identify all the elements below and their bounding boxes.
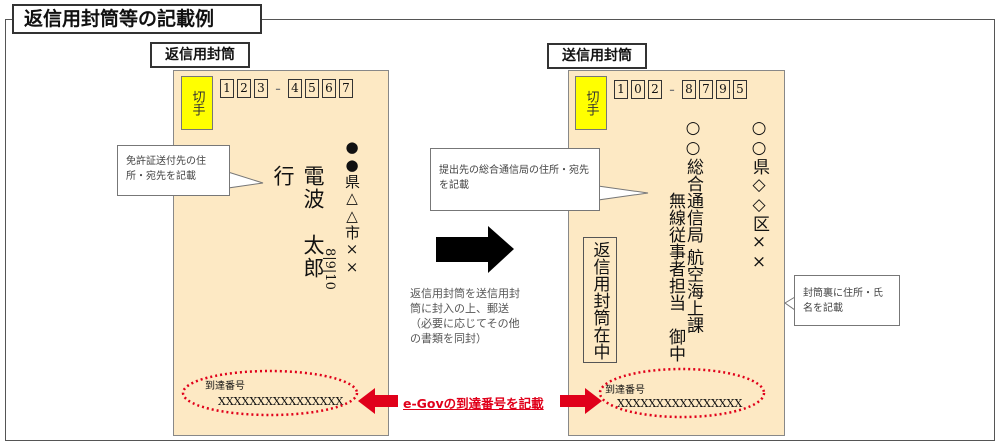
outer-frame (5, 19, 995, 441)
stamp-box: 切手 (181, 76, 213, 130)
zip-digit: 7 (339, 79, 353, 98)
zip-digit: 1 (220, 79, 234, 98)
zip-digit: 3 (254, 79, 268, 98)
callout-return-address: 免許証送付先の住所・宛先を記載 (117, 145, 230, 196)
zip-digit: 9 (716, 80, 730, 99)
callout-pointer (597, 185, 649, 201)
red-arrow-left-icon (358, 388, 398, 414)
callout-pointer (227, 171, 264, 189)
receipt-number: XXXXXXXXXXXXXXXX (617, 397, 743, 410)
receipt-highlight (181, 369, 359, 417)
callout-back: 封筒裏に住所・氏名を記載 (794, 275, 900, 326)
receipt-label: 到達番号 (205, 381, 245, 392)
zip-digit: 5 (305, 79, 319, 98)
enclosed-notice: 返信用封筒在中 (583, 237, 617, 363)
office-address: ○○県◇◇区×× (749, 118, 769, 272)
zip-dash: - (669, 80, 675, 99)
stamp-box: 切手 (575, 76, 607, 130)
recipient-address-number: 8|9|10 (322, 248, 337, 290)
recipient-name: 電波 太郎 行 (271, 165, 325, 326)
receipt-highlight (598, 367, 766, 419)
zip-digit: 2 (648, 80, 662, 99)
send-envelope (568, 70, 785, 436)
return-envelope-label: 返信用封筒 (150, 42, 250, 68)
zip-dash: - (275, 79, 281, 98)
office-name: ○○総合通信局 航空海上課 (683, 118, 703, 334)
red-arrow-right-icon (560, 388, 602, 414)
send-envelope-label: 送信用封筒 (547, 43, 647, 69)
zip-digit: 6 (322, 79, 336, 98)
receipt-label: 到達番号 (605, 385, 645, 396)
zip-digit: 4 (288, 79, 302, 98)
callout-send-address: 提出先の総合通信局の住所・宛先を記載 (430, 148, 600, 211)
recipient-address: ●●県△△市×× (343, 138, 361, 276)
zip-digit: 5 (733, 80, 747, 99)
black-arrow-right-icon (436, 226, 514, 273)
zip-digit: 8 (682, 80, 696, 99)
receipt-number: XXXXXXXXXXXXXXXX (218, 395, 344, 408)
zip-digit: 0 (631, 80, 645, 99)
page-title: 返信用封筒等の記載例 (12, 4, 262, 34)
enclosure-note: 返信用封筒を送信用封筒に封入の上、郵送（必要に応じてその他の書類を同封） (410, 287, 520, 345)
zip-digit: 7 (699, 80, 713, 99)
return-envelope (173, 70, 389, 436)
office-department: 無線従事者担当 御中 (665, 192, 685, 362)
zip-digit: 1 (614, 80, 628, 99)
egov-receipt-note: e-Govの到達番号を記載 (403, 396, 544, 411)
zip-digit: 2 (237, 79, 251, 98)
